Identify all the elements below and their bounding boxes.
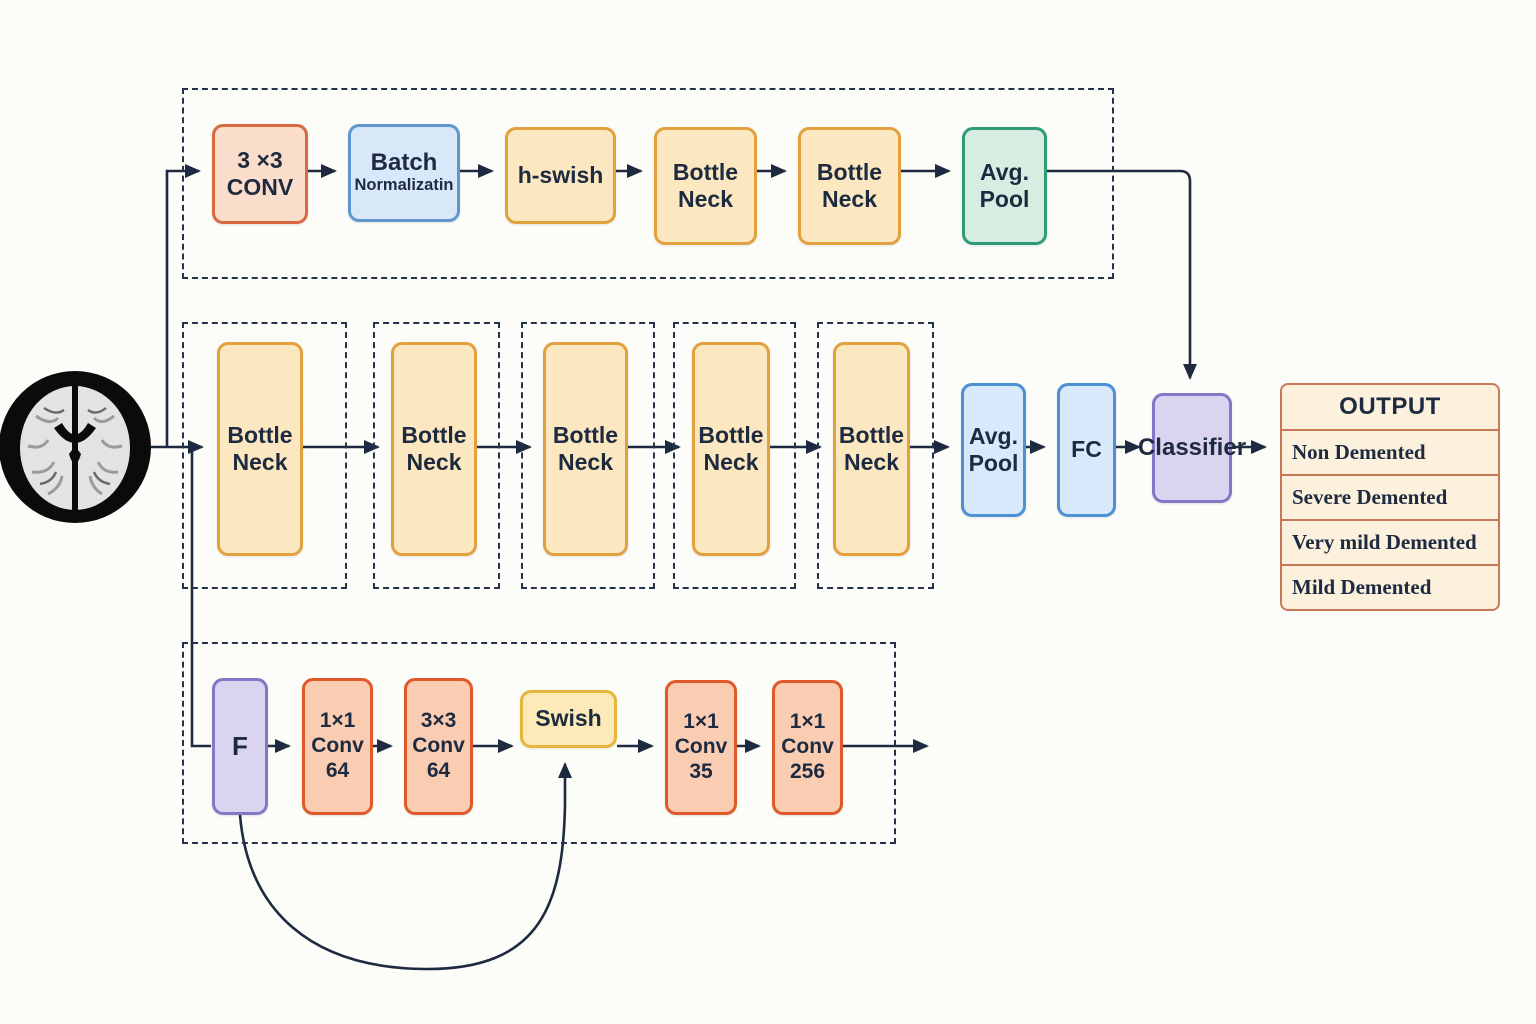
output-row-mild-demented: Mild Demented (1282, 564, 1498, 609)
output-row-non-demented: Non Demented (1282, 429, 1498, 474)
node-conv-1x1-256: 1×1 Conv 256 (772, 680, 843, 815)
bottom-branch-dashed-container (182, 642, 896, 844)
output-table-header: OUTPUT (1339, 393, 1441, 420)
node-fc: FC (1057, 383, 1116, 517)
node-swish: Swish (520, 690, 617, 748)
node-batch-normalization: Batch Normalizatin (348, 124, 460, 222)
node-conv-3x3: 3 ×3 CONV (212, 124, 308, 224)
output-table: OUTPUT Non Demented Severe Demented Very… (1280, 383, 1500, 611)
node-bottleneck-1: Bottle Neck (217, 342, 303, 556)
batch-label-line1: Batch (370, 148, 438, 176)
middle-bottleneck-dashed-5 (817, 322, 934, 589)
output-row-very-mild-demented: Very mild Demented (1282, 519, 1498, 564)
node-conv-3x3-64: 3×3 Conv 64 (404, 678, 473, 815)
middle-bottleneck-dashed-3 (521, 322, 655, 589)
node-top-bottleneck-1: Bottle Neck (654, 127, 757, 245)
brain-mri-image (0, 371, 151, 523)
node-avg-pool: Avg. Pool (961, 383, 1026, 517)
top-branch-dashed-container (182, 88, 1114, 279)
node-conv-1x1-64: 1×1 Conv 64 (302, 678, 373, 815)
node-top-avg-pool: Avg. Pool (962, 127, 1047, 245)
node-bottleneck-5: Bottle Neck (833, 342, 910, 556)
node-bottleneck-3: Bottle Neck (543, 342, 628, 556)
node-f: F (212, 678, 268, 815)
node-bottleneck-4: Bottle Neck (692, 342, 770, 556)
middle-bottleneck-dashed-1 (182, 322, 347, 589)
middle-bottleneck-dashed-2 (373, 322, 500, 589)
node-conv-1x1-35: 1×1 Conv 35 (665, 680, 737, 815)
node-classifier: Classifier (1138, 393, 1246, 503)
node-h-swish: h-swish (505, 127, 616, 224)
node-top-bottleneck-2: Bottle Neck (798, 127, 901, 245)
output-row-severe-demented: Severe Demented (1282, 474, 1498, 519)
batch-label-line2: Normalizatin (354, 176, 454, 195)
node-bottleneck-2: Bottle Neck (391, 342, 477, 556)
middle-bottleneck-dashed-4 (673, 322, 796, 589)
